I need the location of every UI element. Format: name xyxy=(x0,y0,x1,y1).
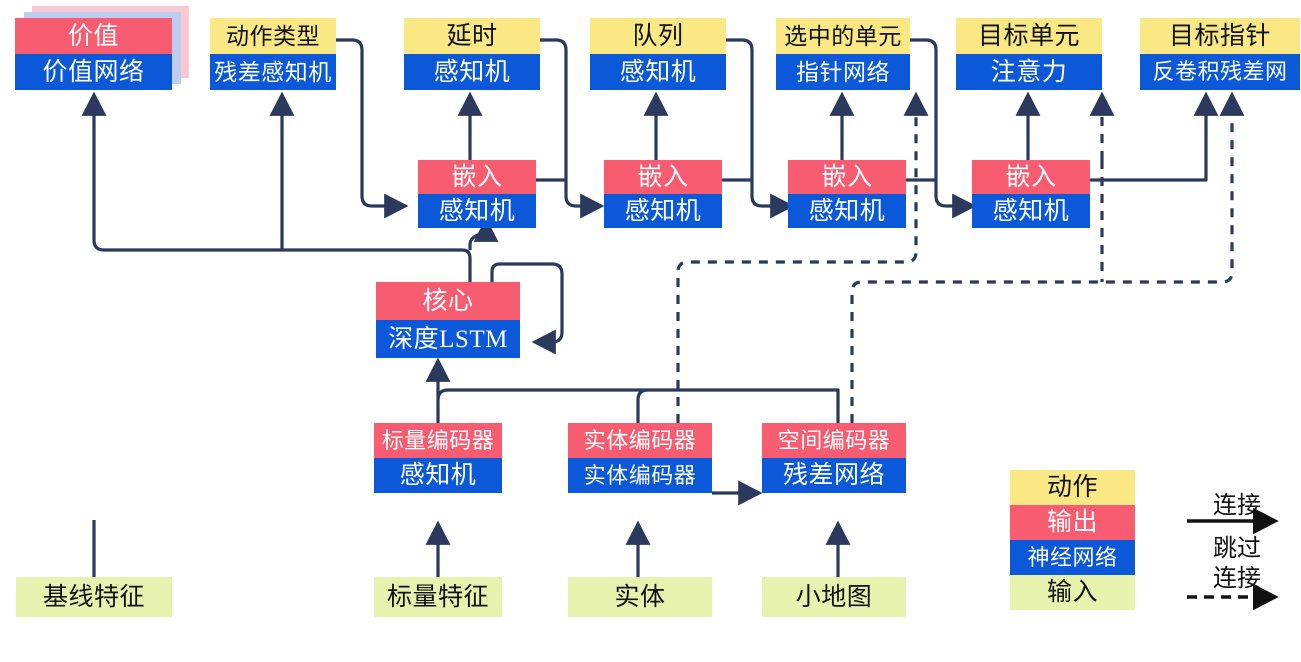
legend-swatch-action: 动作 xyxy=(1010,470,1135,505)
input-baseline-features[interactable]: 基线特征 xyxy=(16,577,172,617)
node-target-unit-top: 目标单元 xyxy=(956,18,1102,54)
node-queue-bottom: 感知机 xyxy=(590,54,726,90)
node-value-top: 价值 xyxy=(15,18,172,54)
node-embed-1[interactable]: 嵌入 感知机 xyxy=(418,160,536,228)
node-target-unit[interactable]: 目标单元 注意力 xyxy=(956,18,1102,90)
input-baseline-features-label: 基线特征 xyxy=(16,577,172,617)
node-queue[interactable]: 队列 感知机 xyxy=(590,18,726,90)
skip-entity-to-selected-units xyxy=(676,91,929,423)
node-core-top: 核心 xyxy=(376,282,520,320)
legend-swatch-input: 输入 xyxy=(1010,575,1135,610)
legend-skip-label-line1: 跳过 xyxy=(1213,536,1261,562)
node-selected-units-top: 选中的单元 xyxy=(776,18,910,54)
legend-connect-label: 连接 xyxy=(1213,493,1261,519)
node-core-bottom: 深度LSTM xyxy=(376,320,520,358)
node-entity-encoder-bottom: 实体编码器 xyxy=(568,458,712,493)
node-entity-encoder-top: 实体编码器 xyxy=(568,423,712,458)
node-embed-3[interactable]: 嵌入 感知机 xyxy=(788,160,906,228)
legend-skip-label-line2: 连接 xyxy=(1213,566,1261,592)
node-spatial-encoder-bottom: 残差网络 xyxy=(762,458,906,493)
node-value[interactable]: 价值 价值网络 xyxy=(15,18,172,90)
node-embed-4[interactable]: 嵌入 感知机 xyxy=(972,160,1090,228)
node-delay-bottom: 感知机 xyxy=(404,54,540,90)
node-target-pointer[interactable]: 目标指针 反卷积残差网 xyxy=(1140,18,1300,90)
wire-encoder-merge-rail xyxy=(436,388,840,423)
node-embed-4-bottom: 感知机 xyxy=(972,194,1090,228)
node-delay[interactable]: 延时 感知机 xyxy=(404,18,540,90)
wire-core-to-value xyxy=(81,91,472,282)
node-embed-1-bottom: 感知机 xyxy=(418,194,536,228)
node-spatial-encoder-top: 空间编码器 xyxy=(762,423,906,458)
node-target-pointer-top: 目标指针 xyxy=(1140,18,1300,54)
node-value-bottom: 价值网络 xyxy=(15,54,172,90)
node-scalar-encoder-top: 标量编码器 xyxy=(374,423,502,458)
node-action-type-bottom: 残差感知机 xyxy=(210,54,336,90)
legend-swatch-network: 神经网络 xyxy=(1010,540,1135,575)
skip-spatial-to-target-pointer xyxy=(850,91,1245,423)
node-entity-encoder[interactable]: 实体编码器 实体编码器 xyxy=(568,423,712,493)
node-action-type-top: 动作类型 xyxy=(210,18,336,54)
node-target-unit-bottom: 注意力 xyxy=(956,54,1102,90)
node-spatial-encoder[interactable]: 空间编码器 残差网络 xyxy=(762,423,906,493)
input-minimap[interactable]: 小地图 xyxy=(762,577,906,617)
node-scalar-encoder-bottom: 感知机 xyxy=(374,458,502,493)
node-selected-units-bottom: 指针网络 xyxy=(776,54,910,90)
node-queue-top: 队列 xyxy=(590,18,726,54)
input-entities-label: 实体 xyxy=(568,577,712,617)
wire-actiontype-to-embed1 xyxy=(336,38,409,219)
legend-swatch-output: 输出 xyxy=(1010,505,1135,540)
node-embed-2[interactable]: 嵌入 感知机 xyxy=(604,160,722,228)
input-scalar-features-label: 标量特征 xyxy=(374,577,502,617)
wire-entity-enc-up xyxy=(636,388,649,423)
node-delay-top: 延时 xyxy=(404,18,540,54)
node-embed-3-top: 嵌入 xyxy=(788,160,906,194)
node-embed-3-bottom: 感知机 xyxy=(788,194,906,228)
node-core[interactable]: 核心 深度LSTM xyxy=(376,282,520,358)
node-embed-2-bottom: 感知机 xyxy=(604,194,722,228)
node-embed-1-top: 嵌入 xyxy=(418,160,536,194)
input-entities[interactable]: 实体 xyxy=(568,577,712,617)
wire-embed4-to-target-pointer xyxy=(1090,91,1219,182)
node-selected-units[interactable]: 选中的单元 指针网络 xyxy=(776,18,910,90)
node-embed-4-top: 嵌入 xyxy=(972,160,1090,194)
node-target-pointer-bottom: 反卷积残差网 xyxy=(1140,54,1300,90)
node-action-type[interactable]: 动作类型 残差感知机 xyxy=(210,18,336,90)
legend-swatches: 动作 输出 神经网络 输入 xyxy=(1010,470,1135,610)
input-minimap-label: 小地图 xyxy=(762,577,906,617)
node-scalar-encoder[interactable]: 标量编码器 感知机 xyxy=(374,423,502,493)
node-embed-2-top: 嵌入 xyxy=(604,160,722,194)
input-scalar-features[interactable]: 标量特征 xyxy=(374,577,502,617)
